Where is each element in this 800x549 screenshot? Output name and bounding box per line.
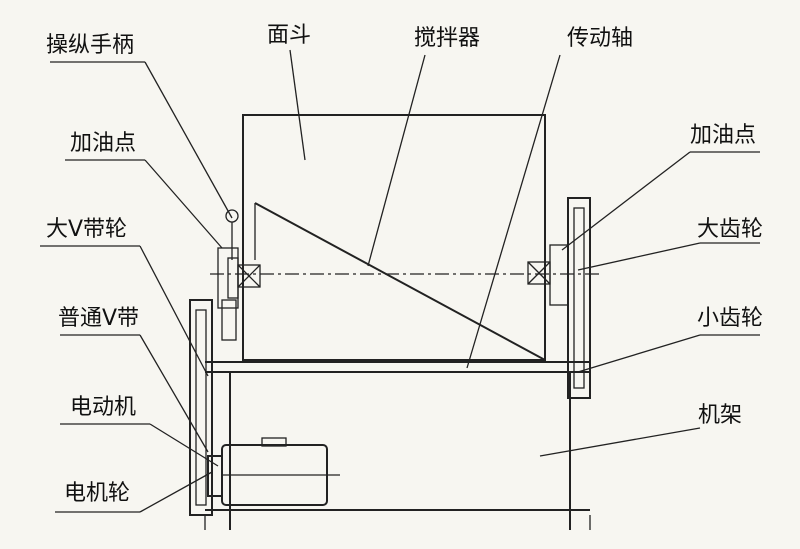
label-hopper: 面斗 <box>267 23 311 48</box>
left-bearing-assembly <box>217 247 261 341</box>
label-operating-handle: 操纵手柄 <box>46 33 134 58</box>
label-mixer: 搅拌器 <box>414 26 480 51</box>
leader-lines <box>40 49 760 513</box>
label-v-belt: 普通V带 <box>58 306 139 331</box>
label-oil-point-left: 加油点 <box>70 131 136 156</box>
label-big-v-pulley: 大V带轮 <box>46 217 127 242</box>
label-small-gear: 小齿轮 <box>697 306 763 331</box>
label-motor: 电动机 <box>70 395 136 420</box>
label-oil-point-right: 加油点 <box>690 123 756 148</box>
label-big-gear: 大齿轮 <box>697 217 763 242</box>
hopper-body <box>242 114 546 361</box>
label-frame: 机架 <box>698 403 742 428</box>
big-v-pulley <box>189 299 213 516</box>
label-motor-pulley: 电机轮 <box>64 481 130 506</box>
big-gear <box>567 197 591 399</box>
label-drive-shaft: 传动轴 <box>567 26 633 51</box>
operating-handle <box>225 209 239 260</box>
motor-pulley <box>207 455 223 497</box>
right-gear-assembly <box>527 197 591 399</box>
motor <box>221 437 340 506</box>
mixer-blade <box>254 202 546 361</box>
